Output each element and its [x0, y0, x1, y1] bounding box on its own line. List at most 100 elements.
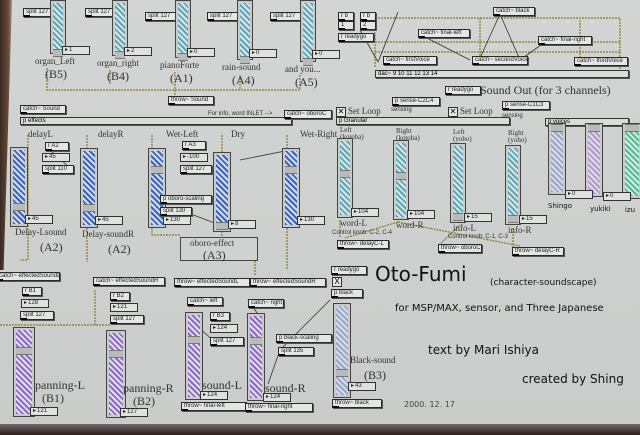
number-box[interactable]: 0	[187, 48, 215, 57]
black-slider[interactable]	[333, 303, 351, 398]
voice-slider-shingo[interactable]	[548, 123, 566, 195]
voice-slider-izu[interactable]	[622, 123, 640, 199]
r-readygo[interactable]: r readygo	[338, 33, 374, 42]
catch-first-voice[interactable]: catch~ firstVoice	[383, 56, 437, 65]
r-b1[interactable]: r B1	[22, 287, 42, 296]
catch-left[interactable]: catch~ left	[187, 297, 223, 306]
slider-knob[interactable]	[188, 336, 200, 345]
top-slider-4[interactable]	[300, 0, 316, 66]
slider-knob[interactable]	[151, 166, 163, 175]
granular-slider-0[interactable]	[337, 138, 353, 218]
slider-knob[interactable]	[625, 124, 639, 132]
top-box[interactable]: r b	[338, 12, 354, 21]
slider-knob[interactable]	[303, 58, 313, 66]
number-box[interactable]: 45	[95, 216, 123, 225]
number-box[interactable]: 45	[25, 215, 53, 224]
split[interactable]: split 127	[210, 337, 244, 346]
sense-c2c4[interactable]: p sense-C2C4	[392, 97, 440, 106]
throw-black[interactable]: throw~ black	[332, 399, 382, 408]
set-loop-checkbox-1[interactable]: ✕	[336, 107, 346, 117]
number-box[interactable]: 130	[163, 216, 191, 225]
number-box[interactable]: 121	[110, 303, 138, 312]
split[interactable]: split 127	[20, 311, 54, 320]
slider-knob[interactable]	[250, 337, 262, 346]
top-slider-1[interactable]	[112, 0, 128, 59]
catch-final-left[interactable]: catch~ final-left	[418, 29, 470, 38]
split-135[interactable]: split 135	[278, 347, 314, 356]
r-readygo[interactable]: r readygo	[445, 86, 481, 95]
throw-delayc-l[interactable]: throw~ delayC-L	[337, 240, 389, 249]
throw-effectedsoundl[interactable]: throw~ effectedSoundL	[174, 278, 250, 287]
split-127[interactable]: split 127	[180, 165, 212, 174]
throw-effectedsoundr[interactable]: throw~ effectedSoundR	[250, 278, 326, 287]
number-box[interactable]: 2	[124, 47, 152, 56]
catch-effectedsoundr[interactable]: catch~ effectedSoundR	[93, 277, 165, 286]
effects-slider-0[interactable]	[10, 147, 28, 227]
split-130[interactable]: split 130	[160, 207, 192, 216]
effects-slider-2[interactable]	[148, 148, 166, 228]
number-box[interactable]: 1	[62, 46, 90, 55]
effects-slider-3[interactable]	[213, 152, 231, 232]
number-box[interactable]: 124	[210, 324, 238, 333]
top-slider-3[interactable]	[237, 0, 253, 65]
slider-knob[interactable]	[551, 124, 563, 132]
number-box[interactable]: 0	[249, 49, 277, 58]
effects-slider-1[interactable]	[80, 148, 98, 228]
number-box[interactable]: 0	[565, 190, 593, 199]
number-box[interactable]: 128	[21, 299, 49, 308]
number-box[interactable]: 124	[200, 391, 228, 400]
top-slider-0[interactable]	[50, 0, 66, 57]
top-box[interactable]: r b	[360, 12, 376, 21]
granular-slider-2[interactable]	[450, 143, 466, 223]
number-box[interactable]: 104	[351, 208, 379, 217]
top-box[interactable]: 1	[338, 21, 354, 30]
throw-final-right[interactable]: throw~ final-right	[245, 403, 313, 412]
catch-oboroc[interactable]: catch~ oboroC	[284, 110, 332, 119]
top-box[interactable]: 2	[360, 21, 376, 30]
number-box[interactable]: 15	[519, 215, 547, 224]
split-object[interactable]: split 127	[270, 12, 302, 21]
catch-final-right[interactable]: catch~ final-right	[538, 36, 592, 45]
catch-effectedsoundl[interactable]: catch~ effectedSoundL	[0, 272, 60, 281]
r-b3[interactable]: r B3	[210, 312, 230, 321]
slider-knob[interactable]	[453, 212, 463, 221]
granular-slider-3[interactable]	[505, 145, 521, 225]
panning-l-slider[interactable]	[13, 327, 35, 417]
p-effects-object[interactable]: p effects	[20, 117, 292, 125]
p-granular-object[interactable]: p Granular	[336, 117, 510, 125]
voice-slider-yukiki[interactable]	[585, 123, 603, 197]
slider-knob[interactable]	[396, 172, 406, 181]
number-box[interactable]: -100	[180, 153, 208, 162]
sound-r-slider[interactable]	[247, 313, 265, 401]
split-110[interactable]: split 110	[42, 165, 74, 174]
catch-black[interactable]: catch~ black	[493, 7, 535, 16]
sense-c1c3[interactable]: p sense-C1C3	[502, 101, 550, 110]
throw-sound[interactable]: throw~ Sound	[168, 96, 214, 105]
number-box[interactable]: 8	[228, 220, 256, 229]
number-box[interactable]: 0	[603, 192, 631, 201]
number-box[interactable]: 121	[30, 407, 58, 416]
slider-knob[interactable]	[178, 52, 188, 61]
slider-knob[interactable]	[240, 56, 250, 65]
catch-third-voice[interactable]: catch~ thirdVoice	[574, 57, 628, 66]
black-scaling[interactable]: p black-scaling	[276, 334, 332, 343]
slider-knob[interactable]	[13, 202, 25, 211]
oboro-scaling[interactable]: p oboro-scaling	[160, 195, 212, 204]
number-box[interactable]: 124	[263, 393, 291, 402]
slider-knob[interactable]	[16, 347, 32, 356]
slider-knob[interactable]	[340, 170, 350, 179]
slider-knob[interactable]	[109, 349, 123, 358]
catch-second-voice[interactable]: catch~ secondVoice	[472, 56, 529, 65]
slider-knob[interactable]	[83, 203, 95, 212]
number-box[interactable]: 104	[407, 210, 435, 219]
r-readygo[interactable]: r readygo	[331, 266, 367, 275]
slider-knob[interactable]	[285, 166, 297, 175]
set-loop-checkbox-2[interactable]: ✕	[448, 107, 458, 117]
slider-knob[interactable]	[53, 48, 63, 57]
panning-r-slider[interactable]	[106, 330, 126, 418]
r-b2[interactable]: r B2	[110, 292, 130, 301]
oboro-effect-subpatch[interactable]	[180, 237, 258, 261]
slider-knob[interactable]	[115, 50, 125, 59]
sound-l-slider[interactable]	[185, 312, 203, 400]
number-box[interactable]: 43	[348, 382, 376, 391]
